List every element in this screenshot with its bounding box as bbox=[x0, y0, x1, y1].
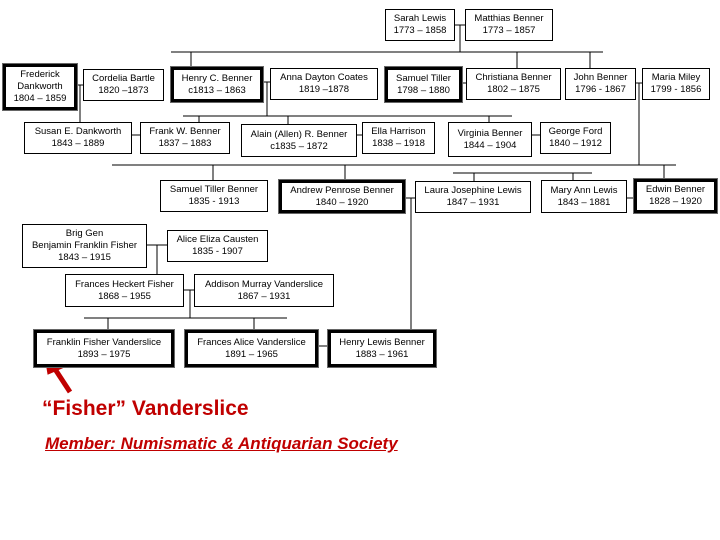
person-dates: 1828 – 1920 bbox=[649, 196, 702, 207]
person-name: Christiana Benner bbox=[475, 72, 552, 83]
person-name: John Benner bbox=[573, 72, 628, 83]
person-dates: c1813 – 1863 bbox=[188, 84, 246, 96]
person-dates: 1847 – 1931 bbox=[446, 197, 500, 208]
person-name: Ella Harrison bbox=[371, 126, 426, 137]
person-dates: c1835 – 1872 bbox=[270, 140, 328, 152]
person-name: Laura Josephine Lewis bbox=[424, 185, 522, 196]
person-dates: 1843 – 1889 bbox=[51, 138, 105, 149]
person-dates: 1867 – 1931 bbox=[237, 290, 291, 302]
person-dates: 1804 – 1859 bbox=[13, 93, 67, 104]
person-dates: 1835 - 1907 bbox=[192, 246, 243, 257]
person-dates: 1840 – 1920 bbox=[315, 196, 369, 208]
person-name: George Ford bbox=[548, 126, 603, 137]
person-name: Cordelia Bartle bbox=[92, 73, 155, 84]
person-dates: 1838 – 1918 bbox=[372, 138, 425, 149]
person-name: Anna Dayton Coates bbox=[280, 72, 368, 83]
person-name: Maria Miley bbox=[651, 72, 701, 83]
person-dates: 1798 – 1880 bbox=[397, 84, 450, 96]
person-name: Addison Murray Vanderslice bbox=[204, 278, 324, 290]
person-name: Matthias Benner bbox=[474, 13, 544, 24]
person-dates: 1835 - 1913 bbox=[188, 196, 240, 207]
highlight-caption: “Fisher” Vanderslice bbox=[42, 397, 249, 420]
person-dates: 1773 – 1857 bbox=[482, 25, 536, 36]
person-name: Virginia Benner bbox=[457, 127, 523, 139]
person-name: Henry Lewis Benner bbox=[339, 336, 425, 348]
person-name: Sarah Lewis bbox=[393, 13, 447, 24]
person-name: Frederick bbox=[20, 69, 60, 80]
person-dates: 1891 – 1965 bbox=[225, 348, 278, 360]
person-name: Alain (Allen) R. Benner bbox=[250, 128, 348, 140]
person-title: Brig Gen bbox=[65, 228, 104, 239]
person-dates: 1868 – 1955 bbox=[98, 290, 151, 302]
person-name: Samuel Tiller bbox=[396, 72, 451, 84]
membership-caption: Member: Numismatic & Antiquarian Society bbox=[45, 434, 398, 453]
person-dates: 1843 – 1915 bbox=[58, 252, 111, 263]
person-dates: 1837 – 1883 bbox=[158, 138, 212, 149]
person-dates: 1773 – 1858 bbox=[393, 25, 447, 36]
person-name: Dankworth bbox=[17, 81, 63, 92]
person-dates: 1840 – 1912 bbox=[549, 138, 602, 149]
person-dates: 1883 – 1961 bbox=[355, 348, 409, 360]
person-name: Edwin Benner bbox=[645, 184, 706, 195]
person-dates: 1844 – 1904 bbox=[463, 139, 517, 151]
person-name: Frank W. Benner bbox=[149, 126, 221, 137]
person-name: Andrew Penrose Benner bbox=[290, 184, 394, 196]
person-dates: 1799 - 1856 bbox=[650, 84, 702, 95]
person-dates: 1843 – 1881 bbox=[557, 196, 611, 208]
person-dates: 1820 –1873 bbox=[98, 85, 149, 96]
person-dates: 1802 – 1875 bbox=[487, 84, 540, 95]
person-dates: 1819 –1878 bbox=[298, 84, 350, 95]
person-name: Frances Heckert Fisher bbox=[75, 278, 174, 290]
person-name: Susan E. Dankworth bbox=[34, 126, 122, 137]
person-name: Henry C. Benner bbox=[181, 72, 253, 84]
person-dates: 1893 – 1975 bbox=[77, 348, 131, 360]
person-dates: 1796 - 1867 bbox=[575, 84, 626, 95]
person-name: Alice Eliza Causten bbox=[176, 234, 259, 245]
person-name: Samuel Tiller Benner bbox=[169, 184, 259, 195]
person-name: Benjamin Franklin Fisher bbox=[31, 240, 138, 251]
person-name: Franklin Fisher Vanderslice bbox=[46, 336, 162, 348]
person-name: Frances Alice Vanderslice bbox=[197, 336, 306, 348]
person-name: Mary Ann Lewis bbox=[550, 184, 618, 196]
